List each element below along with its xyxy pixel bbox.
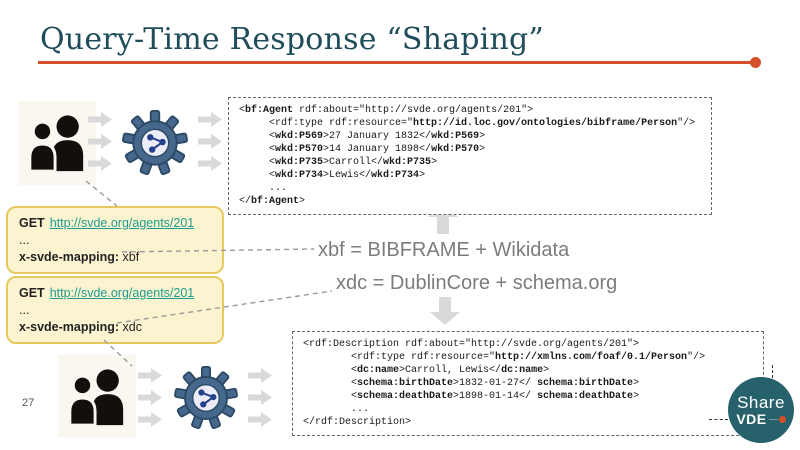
logo-dash-line	[768, 418, 778, 420]
arrow-right-icon	[88, 112, 112, 127]
request-line: GET http://svde.org/agents/201	[19, 215, 211, 232]
flow-arrows-bottom-right	[248, 368, 272, 427]
arrow-right-icon	[248, 390, 272, 405]
http-method: GET	[19, 286, 45, 300]
request-url-link[interactable]: http://svde.org/agents/201	[49, 286, 195, 300]
header-value: xdc	[122, 320, 142, 334]
request-header-line: x-svde-mapping: xbf	[19, 249, 211, 266]
request-line: GET http://svde.org/agents/201	[19, 285, 211, 302]
request-box-xbf: GET http://svde.org/agents/201 ... x-svde…	[6, 206, 224, 274]
logo-vde-row: VDE	[736, 410, 786, 427]
logo-orange-dot	[778, 415, 786, 423]
http-method: GET	[19, 216, 45, 230]
code-block-bibframe-response: <bf:Agent rdf:about="http://svde.org/age…	[228, 97, 712, 215]
request-box-xdc: GET http://svde.org/agents/201 ... x-svde…	[6, 276, 224, 344]
arrow-right-icon	[198, 134, 222, 149]
header-name: x-svde-mapping:	[19, 250, 120, 264]
page-number: 27	[22, 397, 35, 409]
arrow-right-icon	[88, 134, 112, 149]
users-icon	[28, 115, 84, 173]
flow-arrows-top-right	[198, 112, 222, 171]
logo-crosshair-horizontal	[709, 419, 728, 420]
page-title: Query-Time Response “Shaping”	[40, 22, 544, 57]
arrow-right-icon	[198, 156, 222, 171]
arrow-right-icon	[88, 156, 112, 171]
title-underline-dot	[750, 57, 761, 68]
users-icon	[68, 369, 124, 427]
sharevde-logo: Share VDE	[728, 377, 794, 443]
flow-arrows-top-left	[88, 112, 112, 171]
arrow-right-icon	[138, 390, 162, 405]
logo-text-vde: VDE	[736, 410, 767, 427]
xbf-mapping-label: xbf = BIBFRAME + Wikidata	[318, 239, 570, 261]
flow-arrows-bottom-left	[138, 368, 162, 427]
gear-icon	[122, 110, 188, 175]
arrow-right-icon	[248, 368, 272, 383]
request-ellipsis: ...	[19, 303, 30, 317]
header-value: xbf	[122, 250, 140, 264]
arrow-right-icon	[138, 368, 162, 383]
share-network-icon	[147, 134, 166, 153]
header-name: x-svde-mapping:	[19, 320, 120, 334]
xdc-mapping-label: xdc = DublinCore + schema.org	[336, 272, 618, 294]
request-ellipsis: ...	[19, 233, 30, 247]
arrow-right-icon	[138, 412, 162, 427]
title-underline	[38, 61, 752, 64]
logo-text-share: Share	[737, 392, 785, 412]
request-header-line: x-svde-mapping: xdc	[19, 319, 211, 336]
code-block-dublincore-response: <rdf:Description rdf:about="http://svde.…	[292, 331, 764, 436]
arrow-right-icon	[248, 412, 272, 427]
logo-crosshair-vertical	[772, 365, 773, 378]
request-url-link[interactable]: http://svde.org/agents/201	[49, 216, 195, 230]
share-network-icon	[198, 389, 217, 408]
arrow-right-icon	[198, 112, 222, 127]
gear-icon	[174, 366, 238, 430]
arrow-down-icon	[430, 297, 460, 325]
